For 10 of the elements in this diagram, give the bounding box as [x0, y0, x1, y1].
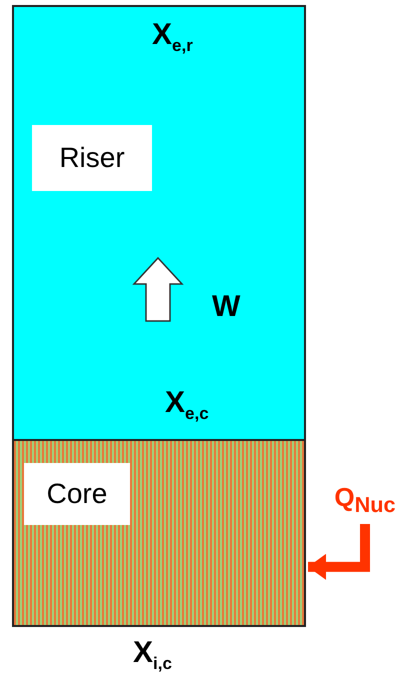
variable-label: X$_{i,c}$ — [133, 636, 172, 674]
core-region — [12, 439, 306, 627]
riser-region — [12, 5, 306, 441]
core-label: Core — [24, 463, 130, 525]
heat-input-label: Q$_{Nuc}$ — [322, 478, 408, 522]
variable-label: X$_{e,c}$ — [165, 386, 209, 424]
variable-label: W — [212, 290, 240, 324]
variable-label: X$_{e,r}$ — [152, 18, 193, 56]
arrow — [308, 524, 370, 580]
riser-label: Riser — [32, 125, 152, 191]
